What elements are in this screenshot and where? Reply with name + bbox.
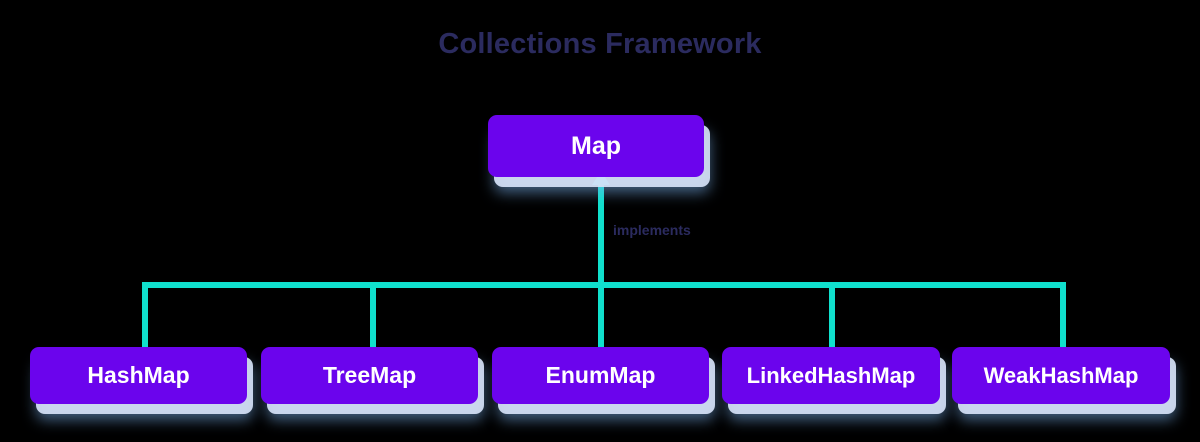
connector-bus-horizontal [142, 282, 1066, 288]
node-map[interactable]: Map [488, 115, 704, 177]
page-title: Collections Framework [438, 28, 762, 60]
node-enummap-label: EnumMap [545, 362, 656, 388]
node-weakhashmap-label: WeakHashMap [983, 362, 1139, 388]
connector-drop-hashmap [142, 282, 148, 348]
node-treemap-label: TreeMap [322, 362, 417, 388]
connector-drop-linkedhashmap [829, 282, 835, 348]
connector-drop-enummap [598, 282, 604, 348]
node-hashmap-label: HashMap [87, 362, 190, 388]
node-enummap[interactable]: EnumMap [492, 347, 709, 404]
node-treemap[interactable]: TreeMap [261, 347, 478, 404]
edge-label-implements: implements [613, 222, 691, 238]
node-linkedhashmap-label: LinkedHashMap [746, 362, 916, 388]
node-map-label: Map [571, 131, 621, 160]
connector-drop-treemap [370, 282, 376, 348]
node-weakhashmap[interactable]: WeakHashMap [952, 347, 1170, 404]
node-linkedhashmap[interactable]: LinkedHashMap [722, 347, 940, 404]
node-hashmap[interactable]: HashMap [30, 347, 247, 404]
connector-drop-weakhashmap [1060, 282, 1066, 348]
implements-riser-line [598, 183, 604, 287]
